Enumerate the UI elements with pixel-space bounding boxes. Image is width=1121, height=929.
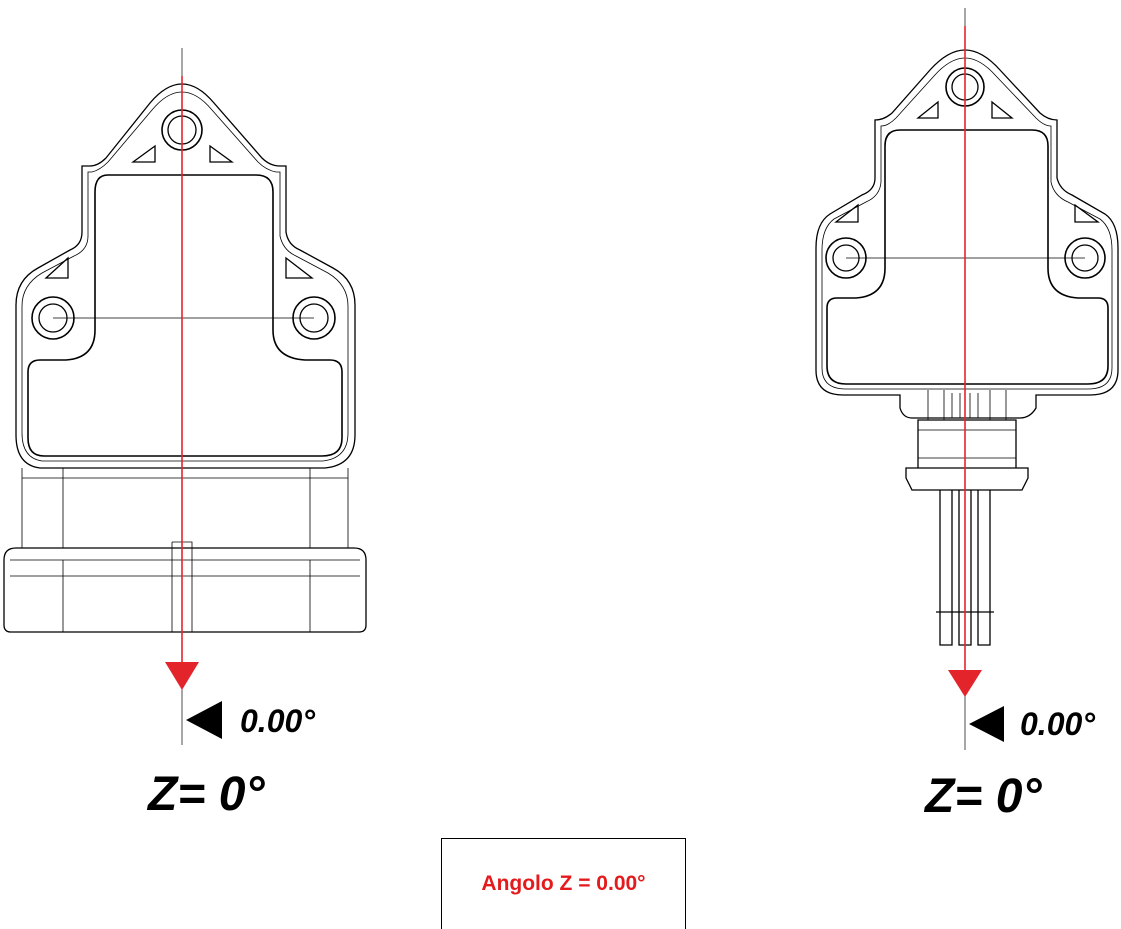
right-angle-pointer [969, 706, 1004, 742]
right-triangle-mark-c [834, 203, 859, 223]
right-gland-details [918, 390, 1016, 459]
right-triangle-mark-b [991, 100, 1014, 119]
left-triangle-mark-b [209, 144, 234, 163]
right-z-label: Z= 0° [923, 770, 1042, 823]
right-window [826, 129, 1109, 385]
left-window [27, 174, 343, 457]
left-sensor [3, 83, 367, 633]
left-connector-body [3, 547, 367, 633]
left-angle-pointer [186, 701, 222, 739]
right-housing-outline [815, 49, 1119, 419]
right-axis-arrowhead [948, 670, 982, 697]
left-axis-arrowhead [165, 662, 199, 690]
left-housing-inner [21, 91, 349, 462]
angle-readout-box: Angolo Z = 0.00° [441, 838, 686, 929]
left-connector-neck [21, 468, 349, 548]
left-triangle-mark-c [44, 256, 69, 279]
left-triangle-mark-a [131, 144, 156, 163]
right-housing-inner [821, 57, 1113, 390]
left-angle-label: 0.00° [240, 703, 315, 739]
left-triangle-mark-d [285, 256, 314, 279]
right-angle-label: 0.00° [1020, 706, 1095, 742]
right-triangle-mark-a [916, 100, 939, 119]
left-housing-outline [15, 83, 356, 469]
left-z-label: Z= 0° [146, 768, 265, 821]
right-gland [905, 419, 1029, 491]
left-connector-details [10, 541, 360, 632]
angle-readout-text: Angolo Z = 0.00° [481, 872, 646, 895]
right-sensor [815, 49, 1119, 646]
right-triangle-mark-d [1074, 203, 1100, 223]
